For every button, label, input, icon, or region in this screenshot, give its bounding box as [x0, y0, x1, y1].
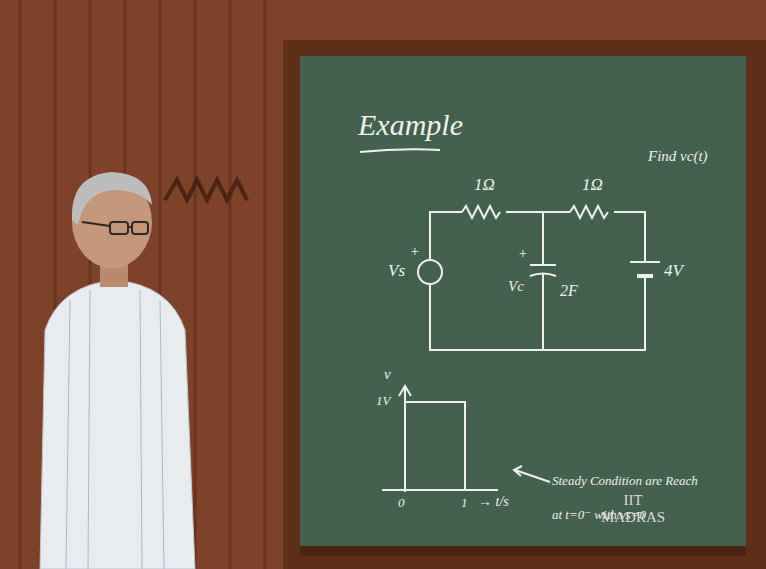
- polarity-sign: +: [410, 244, 419, 259]
- battery-plate: [630, 261, 660, 263]
- axis-tick: 1: [461, 496, 468, 510]
- wire: [614, 212, 645, 262]
- wire: [542, 212, 544, 265]
- axis-arrow: [399, 386, 411, 396]
- wood-grain: [20, 0, 265, 569]
- board-frame: [283, 40, 766, 569]
- resistor-symbol: [462, 206, 500, 218]
- wire: [430, 276, 645, 350]
- wire: [542, 274, 544, 350]
- signal-name: Vs: [388, 262, 405, 281]
- capacitance-value: 2F: [560, 282, 578, 300]
- axis-label: → t/s: [478, 494, 509, 509]
- task-note: Find vc(t): [648, 148, 708, 165]
- wire: [506, 211, 570, 213]
- resistance-value: 1Ω: [474, 176, 495, 195]
- axis-label: v: [384, 366, 391, 383]
- pulse: [405, 402, 465, 490]
- battery-plate: [637, 274, 653, 278]
- watermark: IIT MADRAS: [598, 492, 668, 527]
- axis: [382, 489, 498, 491]
- axis: [404, 388, 406, 492]
- voltage-value: 4V: [664, 262, 683, 281]
- lecturer: [40, 172, 195, 569]
- signal-name: Vc: [508, 278, 524, 295]
- title-underline: [360, 149, 440, 152]
- axis-tick: 1V: [376, 394, 390, 408]
- resistor-symbol: [570, 206, 608, 218]
- resistance-value: 1Ω: [582, 176, 603, 195]
- polarity-sign: +: [518, 246, 527, 261]
- circuit: [418, 206, 660, 350]
- axis-tick: 0: [398, 496, 405, 510]
- title: Example: [358, 108, 463, 141]
- wall-zigzag: [165, 180, 247, 200]
- voltage-source: [418, 260, 442, 284]
- blackboard: [300, 56, 746, 546]
- wire: [430, 212, 462, 260]
- chalk-tray: [300, 546, 746, 556]
- leader-arrow: [514, 466, 522, 476]
- capacitor-plate: [530, 264, 556, 266]
- note: Steady Condition are Reach: [552, 474, 698, 488]
- pulse-graph: [382, 386, 550, 492]
